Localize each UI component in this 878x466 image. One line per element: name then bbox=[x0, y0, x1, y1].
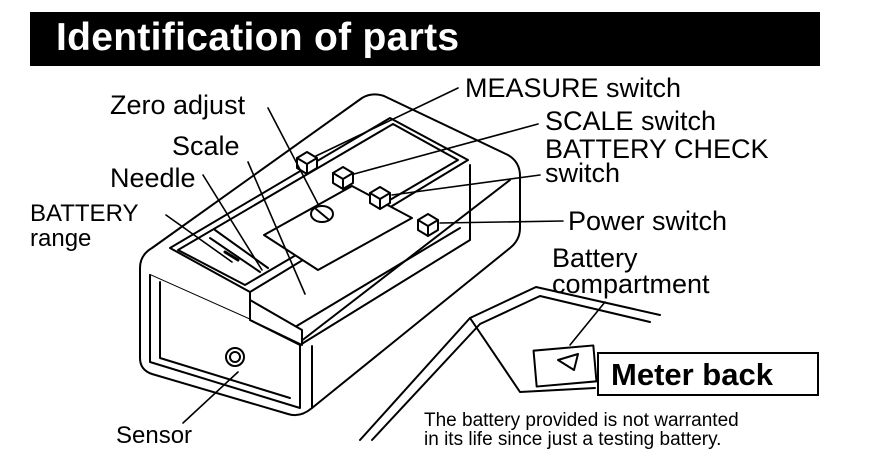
label-zero-adjust: Zero adjust bbox=[110, 90, 246, 120]
battery-check-switch-button bbox=[369, 186, 391, 210]
page-title: Identification of parts bbox=[56, 16, 460, 59]
switch-buttons bbox=[296, 151, 439, 237]
leader-battery-range bbox=[165, 214, 233, 263]
leader-lines bbox=[165, 87, 606, 424]
label-battery-range-line2: range bbox=[30, 225, 92, 252]
leader-needle bbox=[202, 174, 263, 271]
leader-battery-check-switch bbox=[391, 174, 541, 196]
leader-zero-adjust bbox=[267, 107, 319, 205]
meter-back-label: Meter back bbox=[611, 357, 773, 392]
meter-back-box: Meter back bbox=[597, 352, 819, 396]
label-scale: Scale bbox=[172, 131, 240, 161]
sensor-port bbox=[225, 347, 245, 367]
label-battery-range-line1: BATTERY bbox=[30, 200, 139, 227]
leader-power-switch bbox=[439, 220, 564, 224]
label-power-switch: Power switch bbox=[568, 206, 728, 236]
label-battery-compartment-line2: compartment bbox=[552, 269, 710, 299]
label-battery-check-line2: switch bbox=[545, 158, 621, 188]
label-battery-check-line1: BATTERY CHECK bbox=[545, 134, 769, 164]
scale-switch-button bbox=[332, 166, 354, 190]
label-battery-compartment-line1: Battery bbox=[552, 243, 638, 273]
battery-note-line1: The battery provided is not warranted bbox=[424, 410, 739, 431]
power-switch-button bbox=[417, 213, 439, 237]
zero-adjust-knob bbox=[310, 205, 334, 223]
measure-switch-button bbox=[296, 151, 318, 175]
title-bar: Identification of parts bbox=[30, 12, 820, 66]
battery-note: The battery provided is not warranted in… bbox=[424, 411, 739, 449]
meter-window bbox=[169, 117, 471, 346]
leader-scale bbox=[247, 161, 306, 295]
leader-battery-compartment bbox=[569, 301, 606, 346]
leader-scale-switch bbox=[353, 123, 539, 175]
label-scale-switch: SCALE switch bbox=[545, 106, 717, 136]
battery-note-line2: in its life since just a testing battery… bbox=[424, 429, 722, 450]
label-measure-switch: MEASURE switch bbox=[465, 73, 682, 103]
leader-measure-switch bbox=[315, 87, 459, 157]
label-needle: Needle bbox=[110, 163, 196, 193]
label-sensor: Sensor bbox=[116, 422, 193, 449]
leader-sensor bbox=[182, 371, 239, 424]
meter-back-panel bbox=[359, 286, 661, 441]
